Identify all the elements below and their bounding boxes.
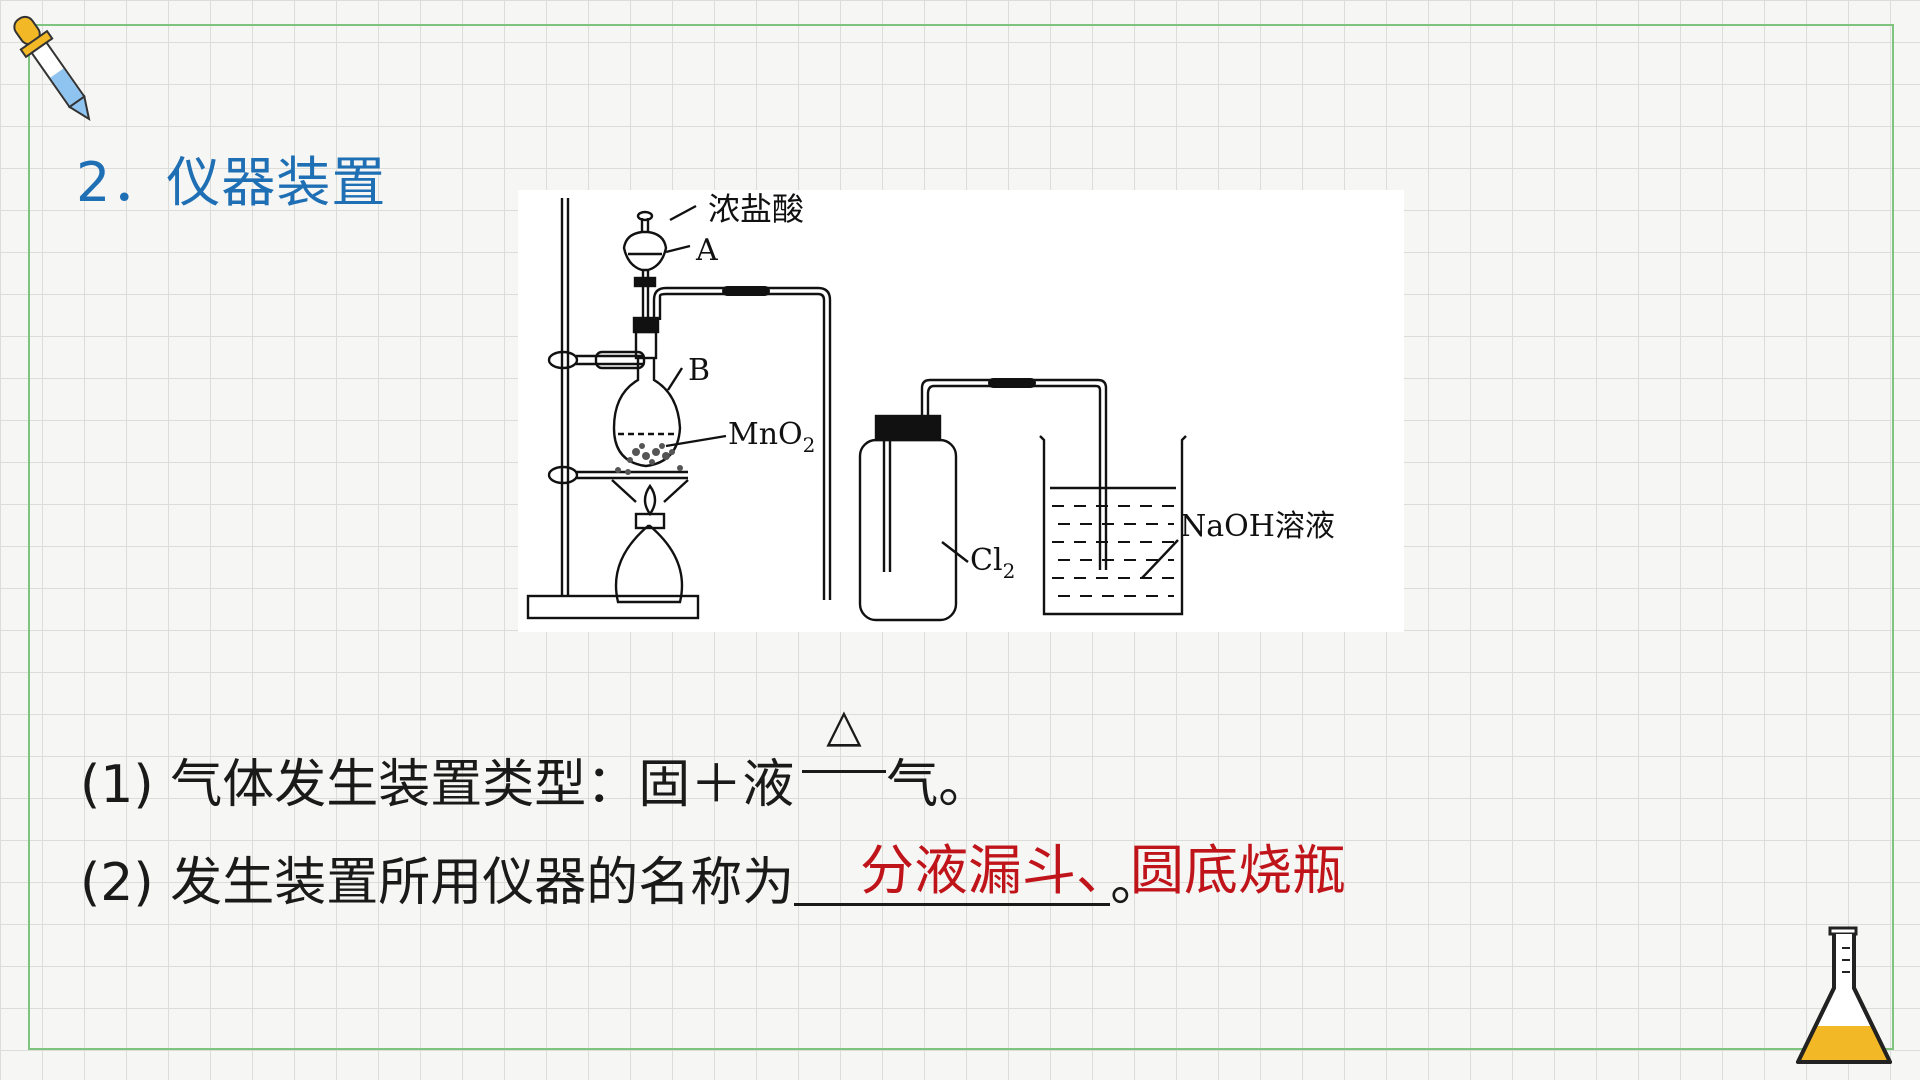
flask-icon bbox=[1796, 926, 1892, 1064]
clamp-ring bbox=[547, 350, 579, 370]
ring-clamp bbox=[547, 465, 579, 485]
label-cl2: Cl2 bbox=[970, 543, 1015, 583]
reaction-bar bbox=[802, 770, 887, 773]
label-hcl: 浓盐酸 bbox=[708, 190, 804, 228]
stand-base bbox=[526, 594, 700, 620]
apparatus-diagram: 浓盐酸 A B MnO2 Cl2 NaOH溶液 bbox=[518, 190, 1404, 632]
content-frame bbox=[28, 24, 1894, 1050]
heat-condition: △ bbox=[802, 702, 887, 802]
beaker bbox=[1039, 435, 1187, 616]
label-naoh: NaOH溶液 bbox=[1180, 509, 1335, 544]
question-2: (2) 发生装置所用仪器的名称为 。 bbox=[80, 840, 1162, 915]
round-bottom-flask bbox=[612, 358, 682, 468]
question-1-suffix: 气。 bbox=[886, 755, 991, 815]
section-title: 2．仪器装置 bbox=[76, 151, 387, 214]
gas-bottle bbox=[858, 438, 958, 622]
question-1: (1) 气体发生装置类型：固＋液△气。 bbox=[80, 702, 991, 817]
dropper-icon bbox=[13, 15, 91, 122]
question-2-suffix: 。 bbox=[1110, 853, 1163, 913]
label-mno2: MnO2 bbox=[728, 417, 815, 457]
answer-text: 分液漏斗、圆底烧瓶 bbox=[860, 839, 1346, 902]
answer-underline bbox=[794, 903, 1111, 906]
question-1-prefix: (1) 气体发生装置类型：固＋液 bbox=[80, 755, 795, 815]
answer-blank bbox=[794, 848, 1111, 906]
alcohol-burner bbox=[614, 524, 684, 604]
heat-symbol: △ bbox=[826, 698, 862, 752]
question-2-prefix: (2) 发生装置所用仪器的名称为 bbox=[80, 853, 795, 913]
separatory-funnel bbox=[622, 230, 668, 272]
label-a: A bbox=[695, 233, 718, 268]
apparatus-svg: 浓盐酸 A B MnO2 Cl2 NaOH溶液 bbox=[526, 190, 1335, 622]
label-b: B bbox=[688, 353, 710, 388]
